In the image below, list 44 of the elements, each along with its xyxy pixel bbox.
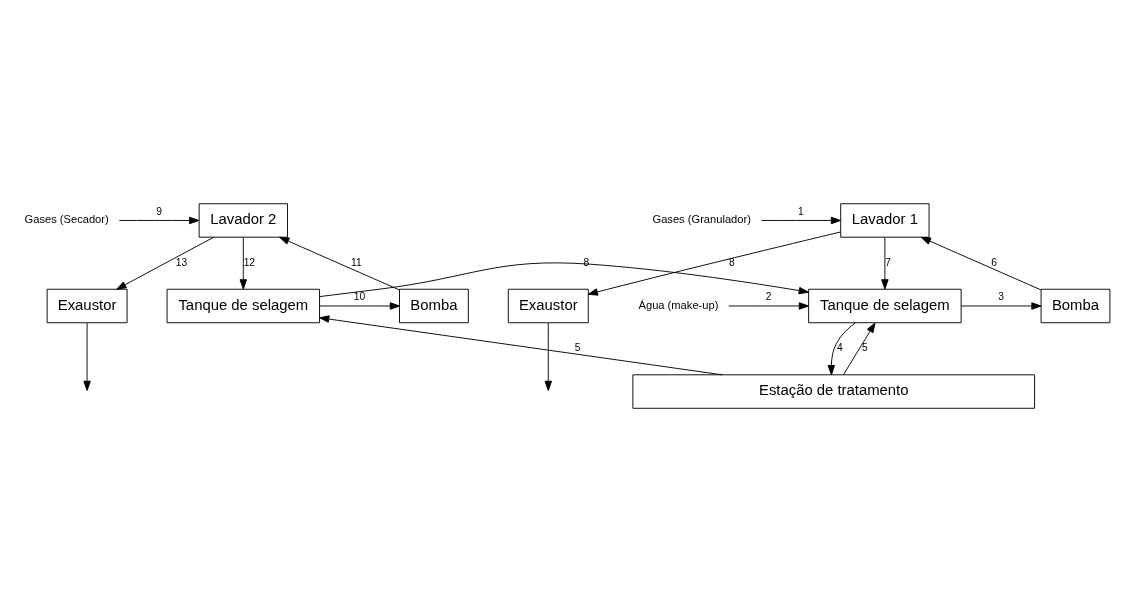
edge-label: 5 <box>862 342 868 354</box>
edge-label: 7 <box>885 256 891 268</box>
edge-label: 8 <box>583 256 590 268</box>
node-box: Lavador 2 <box>198 203 288 238</box>
arrow <box>587 231 842 296</box>
node-box: Lavador 1 <box>840 203 930 238</box>
node-box: Tanque de selagem <box>808 288 962 324</box>
arrow <box>319 262 809 298</box>
arrow <box>319 315 723 376</box>
arrow <box>279 236 400 291</box>
node-box: Exaustor <box>46 288 128 324</box>
arrow <box>83 322 91 391</box>
edge-label: 5 <box>574 342 581 354</box>
arrow <box>544 322 552 391</box>
arrow <box>760 216 842 225</box>
arrow <box>319 302 400 310</box>
arrow <box>118 216 200 225</box>
edge-label: 12 <box>243 256 256 268</box>
arrow <box>728 302 810 310</box>
node-box: Tanque de selagem <box>166 288 320 324</box>
node-box: Estação de tratamento <box>632 374 1036 409</box>
node-box: Bomba <box>399 288 469 324</box>
arrow <box>960 302 1042 310</box>
edge-label: 4 <box>836 342 843 354</box>
edge-label: 6 <box>991 256 997 268</box>
node-text: Água (make-up) <box>638 298 719 311</box>
node-text: Gases (Secador) <box>24 213 109 226</box>
arrow <box>881 237 889 290</box>
edge-label: 13 <box>175 256 188 268</box>
node-box: Exaustor <box>507 288 589 324</box>
edge-label: 2 <box>765 291 772 303</box>
arrow <box>920 236 1042 291</box>
arrow <box>239 237 248 290</box>
edge-label: 9 <box>156 205 162 217</box>
arrow <box>843 322 876 375</box>
edge-label: 1 <box>798 205 804 217</box>
edge-label: 8 <box>729 256 735 268</box>
edge-label: 11 <box>350 256 362 268</box>
node-box: Bomba <box>1040 288 1111 324</box>
edge-label: 10 <box>353 291 366 303</box>
edge-label: 3 <box>998 291 1004 303</box>
node-text: Gases (Granulador) <box>652 213 751 226</box>
arrow <box>116 236 215 290</box>
arrow <box>827 322 856 376</box>
